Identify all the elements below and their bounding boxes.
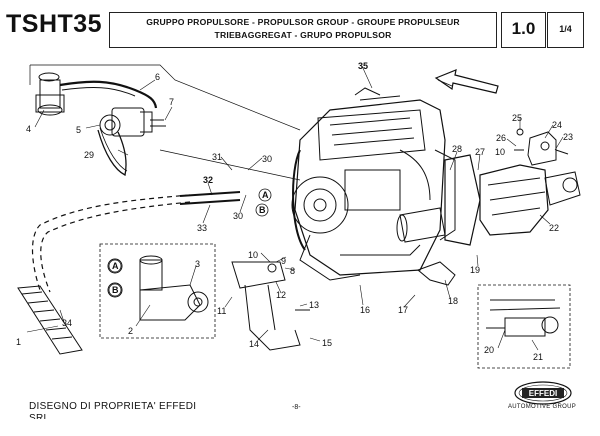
callout-24: 24 bbox=[552, 120, 562, 130]
part-code: TSHT35 bbox=[6, 10, 103, 38]
logo-text: EFFEDI bbox=[529, 389, 557, 398]
callout-6: 6 bbox=[155, 72, 160, 82]
callout-4: 4 bbox=[26, 124, 31, 134]
callout-11: 11 bbox=[217, 306, 226, 316]
sheet-number: 1/4 bbox=[559, 24, 572, 34]
callout-34: 34 bbox=[62, 318, 72, 328]
callout-8: 8 bbox=[290, 266, 295, 276]
callout-27: 27 bbox=[475, 147, 485, 157]
callout-19: 19 bbox=[470, 265, 480, 275]
pump-inset bbox=[99, 243, 216, 339]
title-line-1: GRUPPO PROPULSORE - PROPULSOR GROUP - GR… bbox=[146, 17, 460, 27]
direction-arrow bbox=[434, 69, 499, 94]
callout-20: 20 bbox=[484, 345, 494, 355]
cooler-reservoir bbox=[35, 72, 158, 116]
callout-14: 14 bbox=[249, 339, 259, 349]
callout-a-pump: A bbox=[112, 261, 119, 271]
rear-mount bbox=[417, 261, 456, 286]
title-box: GRUPPO PROPULSORE - PROPULSOR GROUP - GR… bbox=[109, 12, 497, 48]
callout-25: 25 bbox=[512, 113, 522, 123]
callout-9: 9 bbox=[281, 256, 286, 266]
version-number: 1.0 bbox=[511, 19, 536, 38]
starter-motor bbox=[396, 207, 446, 243]
title-line-2: TRIEBAGGREGAT - GRUPO PROPULSOR bbox=[214, 30, 392, 40]
version-box: 1.0 bbox=[501, 12, 546, 48]
coolant-hose bbox=[31, 194, 191, 291]
callout-a-engine: A bbox=[262, 190, 269, 200]
radiator bbox=[17, 285, 83, 355]
callout-12: 12 bbox=[276, 290, 286, 300]
callout-35: 35 bbox=[358, 61, 368, 71]
callout-17: 17 bbox=[398, 305, 408, 315]
callout-labels: 1 2 3 4 5 6 7 8 9 10 10 11 12 13 14 15 1… bbox=[16, 61, 573, 362]
callout-2: 2 bbox=[128, 326, 133, 336]
engine-mount-bracket bbox=[514, 128, 569, 166]
callout-13: 13 bbox=[309, 300, 319, 310]
clutch-slave-inset bbox=[477, 284, 571, 369]
callout-21: 21 bbox=[533, 352, 543, 362]
callout-10: 10 bbox=[248, 250, 258, 260]
leader-lines bbox=[26, 65, 564, 351]
effedi-logo: EFFEDI bbox=[514, 381, 572, 405]
callout-32: 32 bbox=[203, 175, 213, 185]
callout-30: 30 bbox=[262, 154, 272, 164]
pump-pulley-assembly bbox=[97, 107, 166, 176]
callout-5: 5 bbox=[76, 125, 81, 135]
callout-16: 16 bbox=[360, 305, 370, 315]
callout-28: 28 bbox=[452, 144, 462, 154]
sheet-box: 1/4 bbox=[547, 12, 584, 48]
callout-b-engine: B bbox=[259, 205, 266, 215]
engine-block bbox=[291, 87, 456, 281]
callout-26: 26 bbox=[496, 133, 506, 143]
callout-7: 7 bbox=[169, 97, 174, 107]
callout-15: 15 bbox=[322, 338, 332, 348]
callout-33: 33 bbox=[197, 223, 207, 233]
callout-22: 22 bbox=[549, 223, 559, 233]
callout-31: 31 bbox=[212, 152, 222, 162]
logo-caption: AUTOMOTIVE GROUP bbox=[508, 404, 577, 410]
pedal-assembly bbox=[231, 261, 310, 351]
ownership-notice: DISEGNO DI PROPRIETA' EFFEDI bbox=[29, 401, 197, 412]
page-number: -8- bbox=[292, 404, 301, 411]
callout-30-b: 30 bbox=[233, 211, 243, 221]
callout-18: 18 bbox=[448, 296, 458, 306]
gearbox bbox=[444, 154, 581, 246]
callout-b-pump: B bbox=[112, 285, 119, 295]
callout-23: 23 bbox=[563, 132, 573, 142]
callout-29: 29 bbox=[84, 150, 94, 160]
callout-1: 1 bbox=[16, 337, 21, 347]
ownership-notice-cont: SRL bbox=[29, 413, 50, 419]
callout-10-b: 10 bbox=[495, 147, 505, 157]
callout-3: 3 bbox=[195, 259, 200, 269]
